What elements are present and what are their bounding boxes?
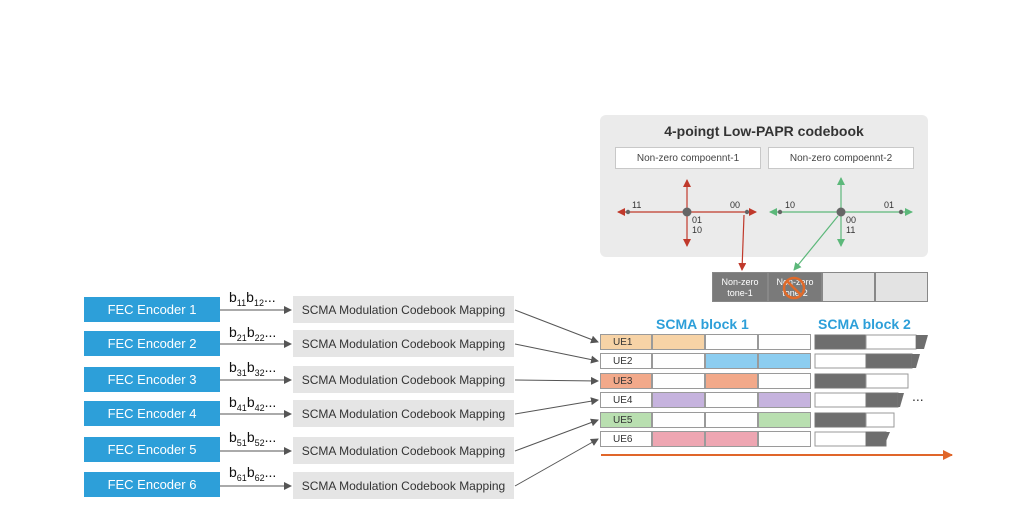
bit-sequence-1: b11b12...: [229, 289, 276, 308]
codebook-mapping-6: SCMA Modulation Codebook Mapping: [293, 472, 514, 499]
ue-label: UE3: [600, 373, 652, 389]
scma-block-2: [814, 334, 928, 447]
resource-cell: [705, 353, 758, 369]
resource-cell: [758, 373, 811, 389]
c2-label-below2: 11: [846, 225, 855, 235]
bit-sequence-2: b21b22...: [229, 324, 277, 343]
codebook-mapping-4: SCMA Modulation Codebook Mapping: [293, 400, 514, 427]
codebook-mapping-2: SCMA Modulation Codebook Mapping: [293, 330, 514, 357]
bit-sequence-4: b41b42...: [229, 394, 277, 413]
codebook-mapping-3: SCMA Modulation Codebook Mapping: [293, 366, 514, 393]
c1-label-below1: 01: [692, 215, 702, 225]
c1-label-left: 11: [632, 200, 641, 210]
fec-encoder-5: FEC Encoder 5: [84, 437, 220, 462]
ue-label: UE2: [600, 353, 652, 369]
bit-sequence-6: b61b62...: [229, 464, 277, 483]
resource-cell: [758, 334, 811, 350]
fec-encoder-6: FEC Encoder 6: [84, 472, 220, 497]
bit-sequence-5: b51b52...: [229, 429, 277, 448]
ue-label: UE6: [600, 431, 652, 447]
resource-cell: [652, 353, 705, 369]
resource-cell: [652, 392, 705, 408]
resource-cell: [705, 412, 758, 428]
codebook-mapping-1: SCMA Modulation Codebook Mapping: [293, 296, 514, 323]
codebook-title: 4-poingt Low-PAPR codebook: [664, 123, 864, 139]
resource-cell: [758, 353, 811, 369]
resource-cell: [652, 373, 705, 389]
empty-tone-4: [875, 272, 928, 302]
ue-label: UE5: [600, 412, 652, 428]
scma-block-1-title: SCMA block 1: [656, 316, 749, 332]
bits-arrows: [220, 306, 292, 490]
empty-tone-3: [822, 272, 875, 302]
resource-cell: [705, 373, 758, 389]
c1-label-below2: 10: [692, 225, 702, 235]
nonzero-component-2-label: Non-zero compoennt-2: [768, 147, 914, 169]
codebook-mapping-5: SCMA Modulation Codebook Mapping: [293, 437, 514, 464]
fec-encoder-3: FEC Encoder 3: [84, 367, 220, 392]
resource-cell: [652, 431, 705, 447]
constellation-2: [769, 177, 913, 271]
resource-cell: [705, 334, 758, 350]
fec-encoder-4: FEC Encoder 4: [84, 401, 220, 426]
scma-block-2-title: SCMA block 2: [818, 316, 911, 332]
c2-label-below1: 00: [846, 215, 856, 225]
resource-cell: [705, 392, 758, 408]
constellation-2-points: [777, 207, 904, 217]
resource-cell: [705, 431, 758, 447]
fec-encoder-1: FEC Encoder 1: [84, 297, 220, 322]
c2-label-left: 10: [785, 200, 795, 210]
resource-cell: [652, 334, 705, 350]
bit-sequence-3: b31b32...: [229, 359, 277, 378]
codebook-panel: 4-poingt Low-PAPR codebook Non-zero comp…: [600, 115, 928, 257]
nonzero-component-1-label: Non-zero compoennt-1: [615, 147, 761, 169]
resource-cell: [758, 431, 811, 447]
c1-label-right: 00: [730, 200, 740, 210]
prohibited-icon: [782, 276, 806, 300]
c2-label-right: 01: [884, 200, 894, 210]
ue-label: UE4: [600, 392, 652, 408]
constellation-1: [617, 179, 757, 271]
ue-label: UE1: [600, 334, 652, 350]
resource-cell: [758, 412, 811, 428]
more-blocks-ellipsis: ...: [912, 388, 924, 404]
mapping-to-ue-arrows: [514, 309, 599, 487]
resource-cell: [758, 392, 811, 408]
constellation-1-points: [625, 207, 750, 217]
resource-cell: [652, 412, 705, 428]
fec-encoder-2: FEC Encoder 2: [84, 331, 220, 356]
